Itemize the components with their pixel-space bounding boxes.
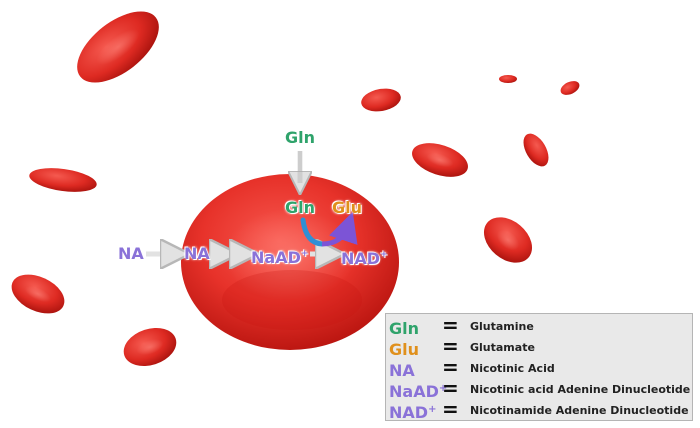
label-nad: NAD+ <box>341 249 388 268</box>
label-naad: NaAD+ <box>251 248 309 267</box>
background-cells <box>11 11 580 367</box>
cycle-arrow-purple <box>321 211 358 247</box>
legend-definition: Glutamate <box>470 341 535 354</box>
cycle-arrow-blue <box>300 217 325 247</box>
equals-sign: = <box>442 313 459 337</box>
legend-definition: Glutamine <box>470 320 534 333</box>
legend-definition: Nicotinamide Adenine Dinucleotide <box>470 404 689 417</box>
equals-sign: = <box>442 376 459 400</box>
legend-abbr: NaAD+ <box>389 382 448 401</box>
legend-abbr: Glu <box>389 340 420 359</box>
legend-row-nad: NAD+ = Nicotinamide Adenine Dinucleotide <box>386 397 692 422</box>
legend-abbr: NA <box>389 361 415 380</box>
label-na-inside: NA <box>184 244 210 263</box>
equals-sign: = <box>442 397 459 421</box>
legend-box: Gln = Glutamine Glu = Glutamate NA = Nic… <box>385 313 693 422</box>
legend-row-gln: Gln = Glutamine <box>386 313 692 338</box>
legend-row-glu: Glu = Glutamate <box>386 334 692 359</box>
legend-definition: Nicotinic acid Adenine Dinucleotide <box>470 383 691 396</box>
equals-sign: = <box>442 334 459 358</box>
equals-sign: = <box>442 355 459 379</box>
pathway-arrows <box>146 151 358 254</box>
legend-row-naad: NaAD+ = Nicotinic acid Adenine Dinucleot… <box>386 376 692 401</box>
legend-row-na: NA = Nicotinic Acid <box>386 355 692 380</box>
legend-abbr: NAD+ <box>389 403 437 422</box>
label-glu-inside: Glu <box>332 198 363 217</box>
label-gln-inside: Gln <box>285 198 316 217</box>
label-na-outside: NA <box>118 244 144 263</box>
label-gln-outside: Gln <box>285 128 316 147</box>
legend-abbr: Gln <box>389 319 420 338</box>
legend-definition: Nicotinic Acid <box>470 362 555 375</box>
